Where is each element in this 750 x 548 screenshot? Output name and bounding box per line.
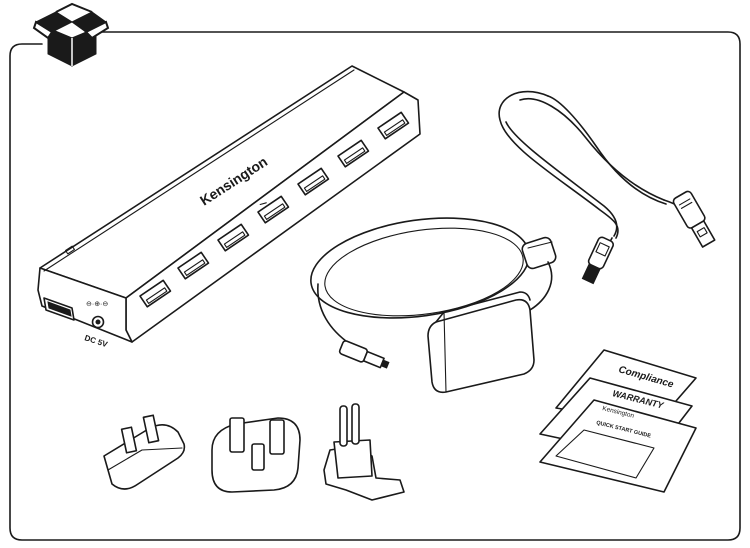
hub-usb-port-6 [337,139,370,168]
hub-end-face [37,267,133,343]
usb-a-plug [672,190,716,248]
dc-barrel-plug [338,340,390,369]
eu-plug-adapter [323,403,405,501]
usb-hub: Kensington [37,65,421,349]
svg-text:⊖·⊕·⊖: ⊖·⊕·⊖ [86,301,108,308]
hub-dc-jack: ⊖·⊕·⊖ [86,301,108,329]
documents-stack: Compliance WARRANTY Kensington QUICK STA… [539,349,697,493]
quick-start-guide [539,399,697,493]
hub-power-label: DC 5V [83,333,109,349]
ferrite-bead [521,236,557,270]
content-frame [9,31,741,541]
adapter-body [427,298,535,394]
usb-cable [498,90,716,285]
hub-usb-port-5 [297,167,330,196]
hub-usb-port-3 [217,223,250,252]
hub-usb-port-7 [377,111,410,140]
hub-usb-port-2 [177,251,210,280]
us-plug-adapter [103,414,186,490]
power-adapter [310,217,557,394]
uk-plug-adapter [211,417,301,493]
hub-usb-port-4 [257,195,290,224]
hub-usb-port-1 [139,279,172,308]
hub-upstream-port [43,297,75,321]
open-box-icon [32,2,110,67]
micro-b-plug [581,236,614,285]
